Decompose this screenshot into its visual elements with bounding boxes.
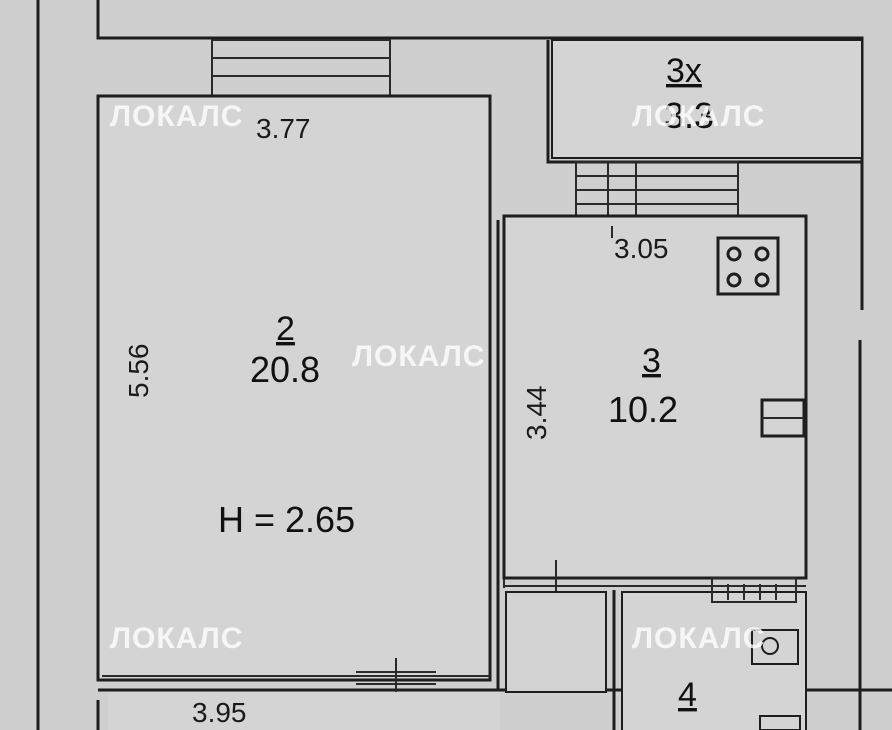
watermark: ЛОКАЛС (632, 622, 765, 655)
sink-icon (760, 398, 806, 438)
watermark: ЛОКАЛС (110, 622, 243, 655)
room2-bottom-dimension: 3.95 (192, 697, 247, 728)
room3-number: 3 (642, 342, 661, 380)
watermark: ЛОКАЛС (110, 100, 243, 133)
room4-number: 4 (678, 676, 697, 714)
watermark: ЛОКАЛС (632, 100, 765, 133)
ceiling-height: H = 2.65 (218, 499, 355, 540)
room2-area: 20.8 (250, 349, 320, 390)
room2-number: 2 (276, 310, 295, 348)
room2-side-dimension: 5.56 (123, 344, 154, 399)
room-3x (551, 39, 863, 159)
room2-top-dimension: 3.77 (256, 113, 311, 144)
room-2 (96, 94, 492, 710)
room3x-area: 3.3 (664, 95, 714, 136)
room3-top-dimension: 3.05 (614, 233, 669, 264)
toilet-icon (751, 629, 801, 730)
room3x-number: 3х (666, 52, 702, 90)
room3-side-dimension: 3.44 (521, 386, 552, 441)
lower-rooms (108, 577, 807, 730)
room3-area: 10.2 (608, 389, 678, 430)
stove-icon (716, 236, 780, 296)
watermark: ЛОКАЛС (352, 340, 485, 373)
